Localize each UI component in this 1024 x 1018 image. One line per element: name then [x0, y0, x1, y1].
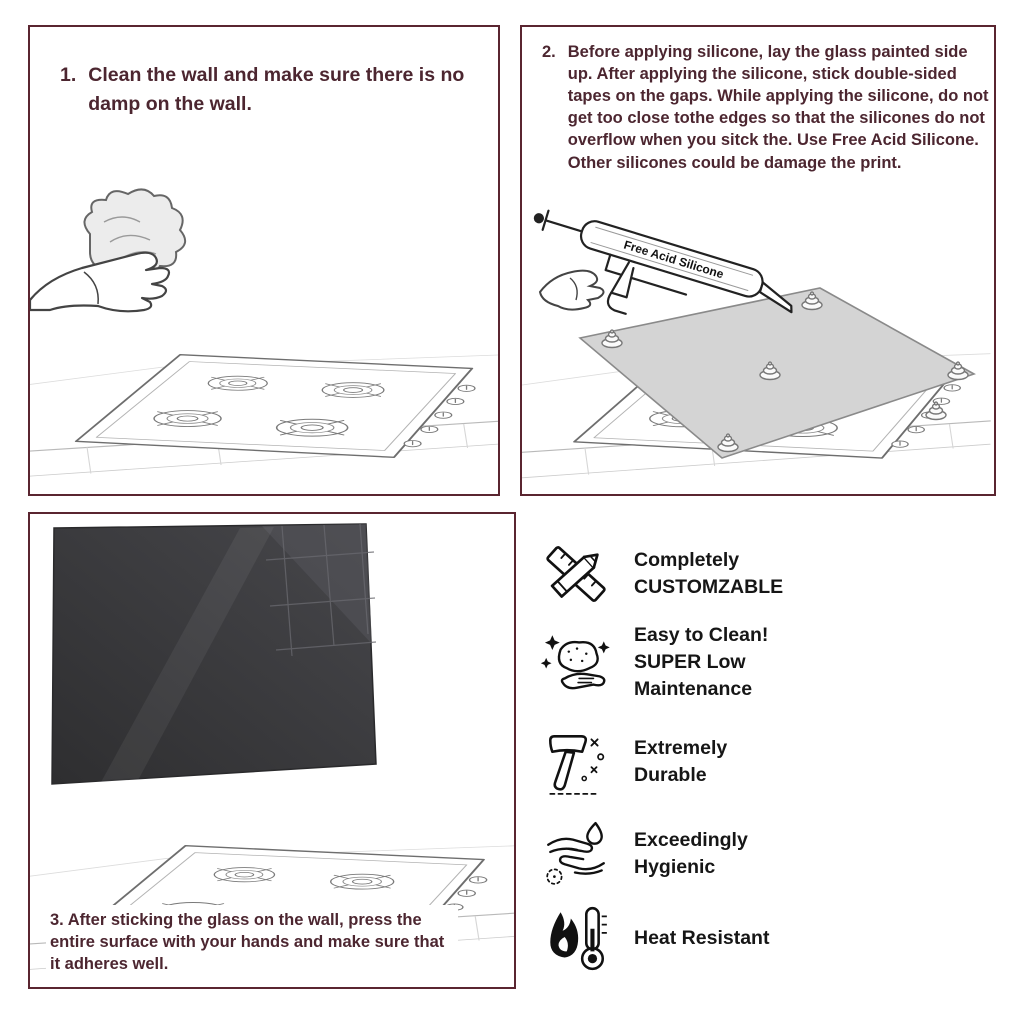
step1-text: Clean the wall and make sure there is no…: [88, 64, 465, 116]
step3-text-block: 3. After sticking the glass on the wall,…: [46, 904, 458, 977]
customizable-icon: [546, 546, 606, 602]
durable-icon: [549, 735, 605, 795]
step3-number: 3.: [50, 910, 64, 929]
feature-easy-clean: Easy to Clean! SUPER Low Maintenance: [540, 622, 768, 703]
step3-text: After sticking the glass on the wall, pr…: [50, 910, 445, 973]
feature-customizable: Completely CUSTOMZABLE: [540, 538, 783, 610]
wiping-hand-icon: [30, 188, 187, 313]
feature-hygienic-label: Exceedingly Hygienic: [634, 829, 748, 878]
easy-clean-icon: [540, 634, 610, 689]
step2-panel: 2. Before applying silicone, lay the gla…: [520, 25, 996, 496]
step2-number: 2.: [542, 43, 556, 61]
stove-illustration: [30, 355, 498, 477]
heat-resistant-icon: [550, 906, 607, 971]
step1-text-block: 1. Clean the wall and make sure there is…: [60, 61, 466, 120]
step2-text-block: 2. Before applying silicone, lay the gla…: [542, 41, 992, 174]
hygienic-icon: [546, 821, 605, 885]
step1-number: 1.: [60, 64, 77, 86]
feature-hygienic: Exceedingly Hygienic: [540, 818, 748, 890]
holding-hand-icon: [538, 269, 605, 311]
feature-heat-resistant-label: Heat Resistant: [634, 926, 770, 949]
feature-heat-resistant: Heat Resistant: [540, 902, 769, 974]
mounted-glass-illustration: [30, 523, 514, 987]
step2-text: Before applying silicone, lay the glass …: [567, 43, 989, 172]
dark-glass-panel: [51, 523, 377, 785]
step3-panel: 3. After sticking the glass on the wall,…: [28, 512, 516, 989]
feature-durable-label: Extremely Durable: [634, 737, 728, 786]
step1-panel: 1. Clean the wall and make sure there is…: [28, 25, 500, 496]
feature-customizable-label: Completely CUSTOMZABLE: [634, 549, 784, 598]
apply-silicone-illustration: Free Acid Silicone: [522, 209, 994, 496]
feature-easy-clean-label: Easy to Clean! SUPER Low Maintenance: [634, 624, 769, 700]
feature-list: Completely CUSTOMZABLE Easy to Clean!: [540, 530, 1000, 990]
feature-durable: Extremely Durable: [540, 726, 727, 798]
clean-wall-illustration: [30, 188, 498, 494]
